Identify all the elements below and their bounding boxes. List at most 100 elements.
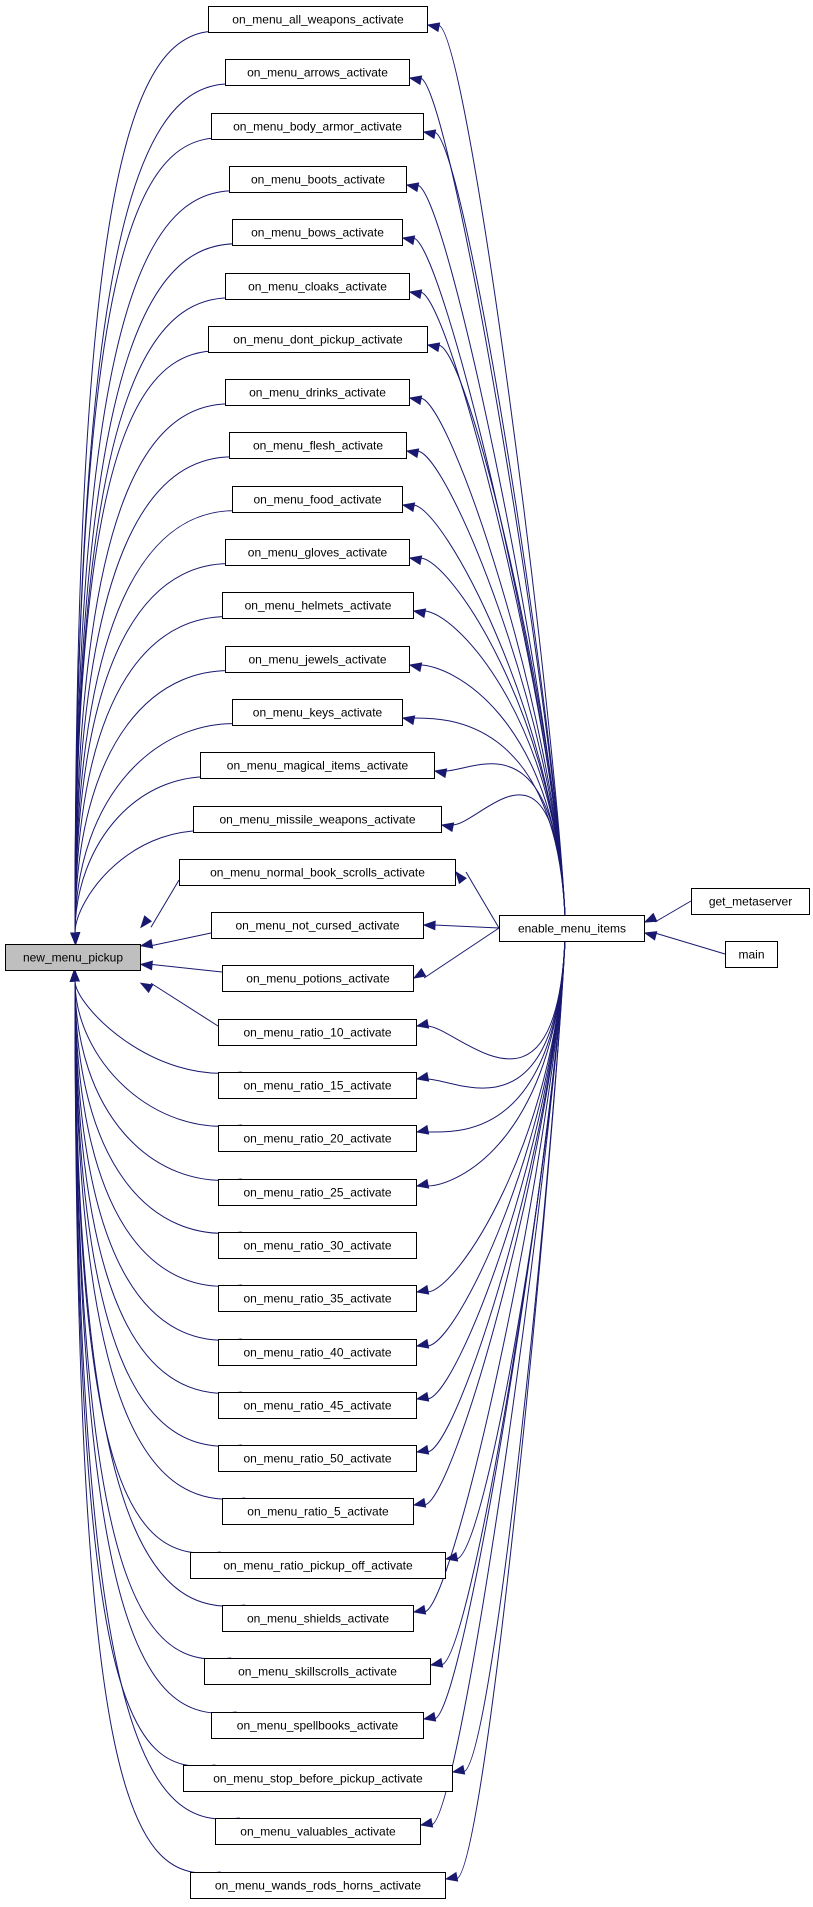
on-menu-all-weapons-activate-from-hub-edge <box>437 24 566 916</box>
node-on-menu-magical-items-activate[interactable]: on_menu_magical_items_activate <box>200 752 435 779</box>
on-menu-flesh-activate-to-root-edge <box>74 456 251 934</box>
node-on-menu-wands-rods-horns-activate[interactable]: on_menu_wands_rods_horns_activate <box>190 1872 446 1899</box>
main-to-hub-arrow <box>643 931 658 941</box>
edge-layer <box>69 22 726 1882</box>
on-menu-ratio-15-activate-from-hub-arrow <box>415 1071 430 1082</box>
node-on-menu-helmets-activate[interactable]: on_menu_helmets_activate <box>222 592 414 619</box>
on-menu-dont-pickup-activate-from-hub-arrow <box>426 342 441 353</box>
node-on-menu-ratio-20-activate[interactable]: on_menu_ratio_20_activate <box>218 1125 417 1152</box>
node-on-menu-ratio-25-activate[interactable]: on_menu_ratio_25_activate <box>218 1179 417 1206</box>
on-menu-shields-activate-from-hub-edge <box>423 940 566 1613</box>
node-on-menu-flesh-activate-label: on_menu_flesh_activate <box>253 439 383 453</box>
node-on-menu-potions-activate[interactable]: on_menu_potions_activate <box>222 965 414 992</box>
on-menu-wands-rods-horns-activate-from-hub-arrow <box>444 1871 459 1882</box>
on-menu-normal-book-scrolls-activate-to-root-edge <box>150 879 180 928</box>
node-on-menu-ratio-40-activate-box <box>218 1339 417 1366</box>
node-on-menu-ratio-pickup-off-activate[interactable]: on_menu_ratio_pickup_off_activate <box>190 1552 446 1579</box>
node-on-menu-skillscrolls-activate-box <box>204 1658 431 1685</box>
node-on-menu-spellbooks-activate[interactable]: on_menu_spellbooks_activate <box>211 1712 424 1739</box>
node-on-menu-bows-activate[interactable]: on_menu_bows_activate <box>232 219 403 246</box>
node-on-menu-ratio-30-activate[interactable]: on_menu_ratio_30_activate <box>218 1232 417 1259</box>
node-on-menu-missile-weapons-activate-label: on_menu_missile_weapons_activate <box>219 813 415 827</box>
node-on-menu-ratio-35-activate[interactable]: on_menu_ratio_35_activate <box>218 1285 417 1312</box>
on-menu-keys-activate-from-hub-arrow <box>401 715 416 726</box>
node-on-menu-valuables-activate-box <box>215 1818 421 1845</box>
node-on-menu-dont-pickup-activate[interactable]: on_menu_dont_pickup_activate <box>208 326 428 353</box>
on-menu-bows-activate-from-hub-arrow <box>401 235 416 246</box>
node-on-menu-ratio-50-activate-label: on_menu_ratio_50_activate <box>243 1452 391 1466</box>
node-on-menu-body-armor-activate[interactable]: on_menu_body_armor_activate <box>211 113 424 140</box>
node-on-menu-shields-activate[interactable]: on_menu_shields_activate <box>222 1605 414 1632</box>
on-menu-ratio-20-activate-from-hub-arrow <box>415 1124 430 1135</box>
on-menu-ratio-10-activate-to-root-edge <box>150 982 219 1027</box>
node-on-menu-valuables-activate-label: on_menu_valuables_activate <box>240 1825 396 1839</box>
node-on-menu-boots-activate[interactable]: on_menu_boots_activate <box>229 166 407 193</box>
node-on-menu-dont-pickup-activate-box <box>208 326 428 353</box>
node-on-menu-not-cursed-activate[interactable]: on_menu_not_cursed_activate <box>211 912 424 939</box>
node-on-menu-drinks-activate-box <box>225 379 410 406</box>
node-on-menu-keys-activate-label: on_menu_keys_activate <box>253 706 383 720</box>
on-menu-valuables-activate-from-hub-arrow <box>419 1817 434 1828</box>
node-on-menu-drinks-activate[interactable]: on_menu_drinks_activate <box>225 379 410 406</box>
node-on-menu-ratio-50-activate[interactable]: on_menu_ratio_50_activate <box>218 1445 417 1472</box>
node-on-menu-valuables-activate[interactable]: on_menu_valuables_activate <box>215 1818 421 1845</box>
on-menu-jewels-activate-from-hub-arrow <box>408 662 423 673</box>
node-on-menu-flesh-activate[interactable]: on_menu_flesh_activate <box>229 432 407 459</box>
on-menu-potions-activate-to-root-edge <box>150 963 223 973</box>
node-on-menu-magical-items-activate-box <box>200 752 435 779</box>
node-enable-menu-items[interactable]: enable_menu_items <box>499 915 645 942</box>
on-menu-ratio-25-activate-to-root-edge <box>74 980 242 1181</box>
node-on-menu-stop-before-pickup-activate[interactable]: on_menu_stop_before_pickup_activate <box>183 1765 453 1792</box>
node-on-menu-gloves-activate[interactable]: on_menu_gloves_activate <box>225 539 410 566</box>
on-menu-gloves-activate-from-hub-arrow <box>408 555 423 566</box>
on-menu-drinks-activate-from-hub-arrow <box>408 395 423 406</box>
node-on-menu-body-armor-activate-box <box>211 113 424 140</box>
node-on-menu-ratio-30-activate-box <box>218 1232 417 1259</box>
node-on-menu-ratio-45-activate-box <box>218 1392 417 1419</box>
node-on-menu-ratio-5-activate[interactable]: on_menu_ratio_5_activate <box>222 1498 414 1525</box>
node-on-menu-body-armor-activate-label: on_menu_body_armor_activate <box>233 120 402 134</box>
on-menu-missile-weapons-activate-to-root-arrow <box>70 932 81 946</box>
node-on-menu-keys-activate-box <box>232 699 403 726</box>
node-on-menu-ratio-45-activate[interactable]: on_menu_ratio_45_activate <box>218 1392 417 1419</box>
node-main[interactable]: main <box>725 941 778 968</box>
node-on-menu-cloaks-activate[interactable]: on_menu_cloaks_activate <box>225 273 410 300</box>
node-on-menu-ratio-50-activate-box <box>218 1445 417 1472</box>
node-on-menu-jewels-activate[interactable]: on_menu_jewels_activate <box>225 646 410 673</box>
on-menu-ratio-35-activate-to-root-edge <box>74 980 242 1287</box>
node-on-menu-all-weapons-activate[interactable]: on_menu_all_weapons_activate <box>208 6 428 33</box>
node-on-menu-food-activate-label: on_menu_food_activate <box>253 493 381 507</box>
node-on-menu-missile-weapons-activate[interactable]: on_menu_missile_weapons_activate <box>193 806 442 833</box>
node-get-metaserver[interactable]: get_metaserver <box>691 888 810 915</box>
on-menu-food-activate-from-hub-arrow <box>401 502 416 513</box>
node-on-menu-normal-book-scrolls-activate-label: on_menu_normal_book_scrolls_activate <box>210 866 425 880</box>
on-menu-dont-pickup-activate-from-hub-edge <box>437 344 566 916</box>
node-new-menu-pickup[interactable]: new_menu_pickup <box>5 944 141 971</box>
on-menu-all-weapons-activate-from-hub-arrow <box>426 22 441 33</box>
on-menu-ratio-25-activate-from-hub-arrow <box>415 1178 430 1189</box>
on-menu-ratio-20-activate-from-hub-edge <box>426 940 566 1133</box>
on-menu-ratio-50-activate-from-hub-arrow <box>415 1444 430 1455</box>
node-on-menu-skillscrolls-activate[interactable]: on_menu_skillscrolls_activate <box>204 1658 431 1685</box>
node-on-menu-ratio-15-activate[interactable]: on_menu_ratio_15_activate <box>218 1072 417 1099</box>
node-on-menu-normal-book-scrolls-activate[interactable]: on_menu_normal_book_scrolls_activate <box>179 859 456 886</box>
on-menu-wands-rods-horns-activate-to-root-edge <box>74 980 221 1874</box>
get-metaserver-to-hub-arrow <box>643 912 658 923</box>
on-menu-potions-activate-from-hub-arrow <box>412 967 427 979</box>
node-on-menu-arrows-activate[interactable]: on_menu_arrows_activate <box>225 59 410 86</box>
node-on-menu-ratio-10-activate[interactable]: on_menu_ratio_10_activate <box>218 1019 417 1046</box>
on-menu-ratio-50-activate-from-hub-edge <box>426 940 566 1453</box>
on-menu-ratio-45-activate-from-hub-edge <box>426 940 566 1400</box>
node-on-menu-ratio-40-activate[interactable]: on_menu_ratio_40_activate <box>218 1339 417 1366</box>
on-menu-ratio-10-activate-from-hub-edge <box>426 940 566 1060</box>
on-menu-helmets-activate-from-hub-arrow <box>412 608 427 619</box>
node-on-menu-ratio-15-activate-box <box>218 1072 417 1099</box>
get-metaserver-to-hub-edge <box>654 900 692 923</box>
node-on-menu-boots-activate-label: on_menu_boots_activate <box>251 173 385 187</box>
node-on-menu-not-cursed-activate-box <box>211 912 424 939</box>
node-on-menu-arrows-activate-box <box>225 59 410 86</box>
node-on-menu-keys-activate[interactable]: on_menu_keys_activate <box>232 699 403 726</box>
node-on-menu-arrows-activate-label: on_menu_arrows_activate <box>247 66 388 80</box>
node-on-menu-flesh-activate-box <box>229 432 407 459</box>
node-on-menu-food-activate[interactable]: on_menu_food_activate <box>232 486 403 513</box>
